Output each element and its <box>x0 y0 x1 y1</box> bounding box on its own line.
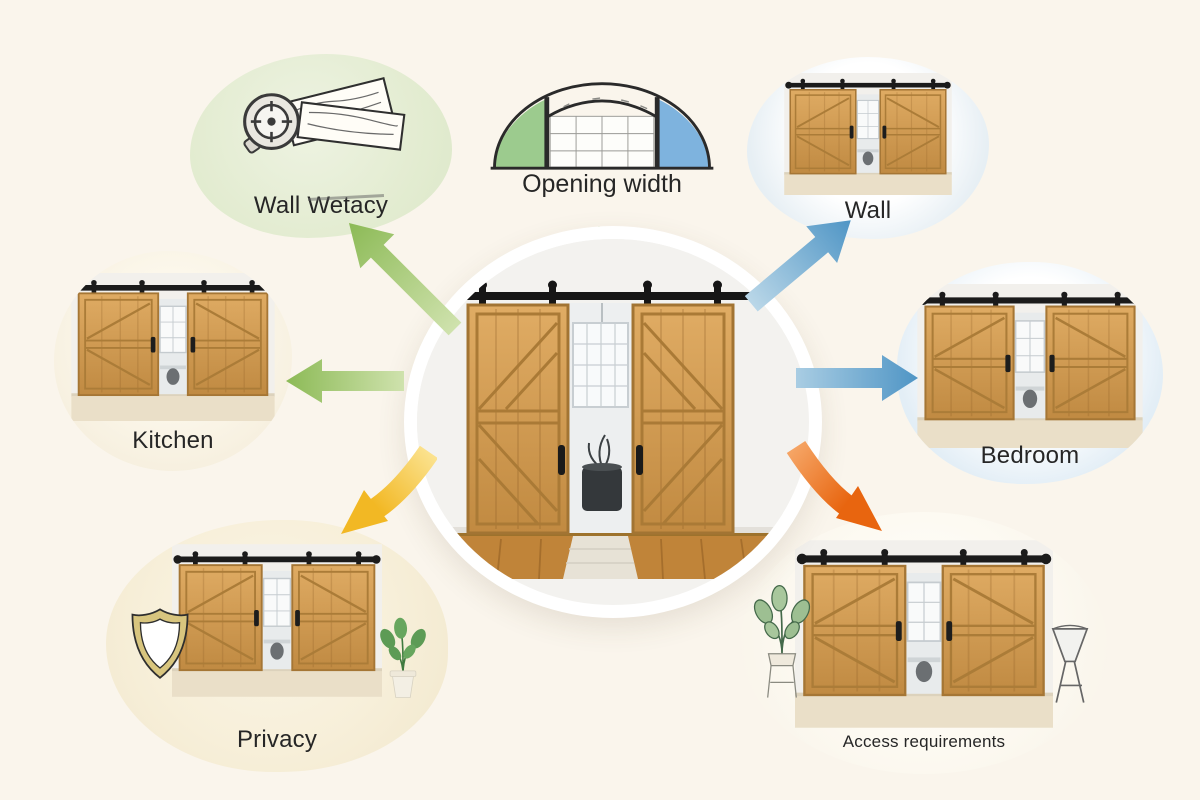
barn-doors-photo <box>784 73 952 195</box>
compass-icon <box>243 93 300 154</box>
node-label-kitchen: Kitchen <box>132 427 214 454</box>
arrow-up-right-icon <box>744 220 851 312</box>
shield-icon <box>131 608 189 679</box>
node-label-wall-wetacy: Wall Wetacy <box>253 192 389 219</box>
node-label-privacy: Privacy <box>236 726 318 753</box>
barn-doors-photo <box>795 540 1053 728</box>
plant-sketch-icon <box>753 584 811 698</box>
node-label-wall: Wall <box>844 197 892 224</box>
plant-icon <box>380 617 426 698</box>
node-access-requirements: Access requirements <box>740 512 1108 774</box>
arrow-left-icon <box>286 359 404 403</box>
node-privacy: Privacy <box>106 520 448 772</box>
arrow-down-left-icon <box>341 446 437 534</box>
arrow-right-icon <box>796 355 918 401</box>
node-kitchen: Kitchen <box>54 251 292 471</box>
barn-doors-photo <box>71 273 275 421</box>
stand-sketch-icon <box>1051 624 1089 703</box>
barn-doors-photo <box>917 284 1143 448</box>
arched-opening-diagram-icon <box>490 82 714 170</box>
node-label-bedroom: Bedroom <box>980 442 1080 469</box>
node-label-opening-width: Opening width <box>522 170 682 198</box>
barn-doors-photo-large <box>417 239 783 579</box>
node-bedroom: Bedroom <box>897 262 1163 484</box>
center-node-barn-doors <box>404 226 822 618</box>
node-wall-wetacy: Wall Wetacy <box>190 54 452 238</box>
arrow-up-left-icon <box>348 222 462 336</box>
node-wall: Wall <box>747 57 989 239</box>
compass-plans-sketch-icon <box>243 77 406 154</box>
node-label-access-requirements: Access requirements <box>842 732 1006 751</box>
barn-doors-photo <box>172 544 382 697</box>
arrow-down-right-icon <box>786 441 882 531</box>
